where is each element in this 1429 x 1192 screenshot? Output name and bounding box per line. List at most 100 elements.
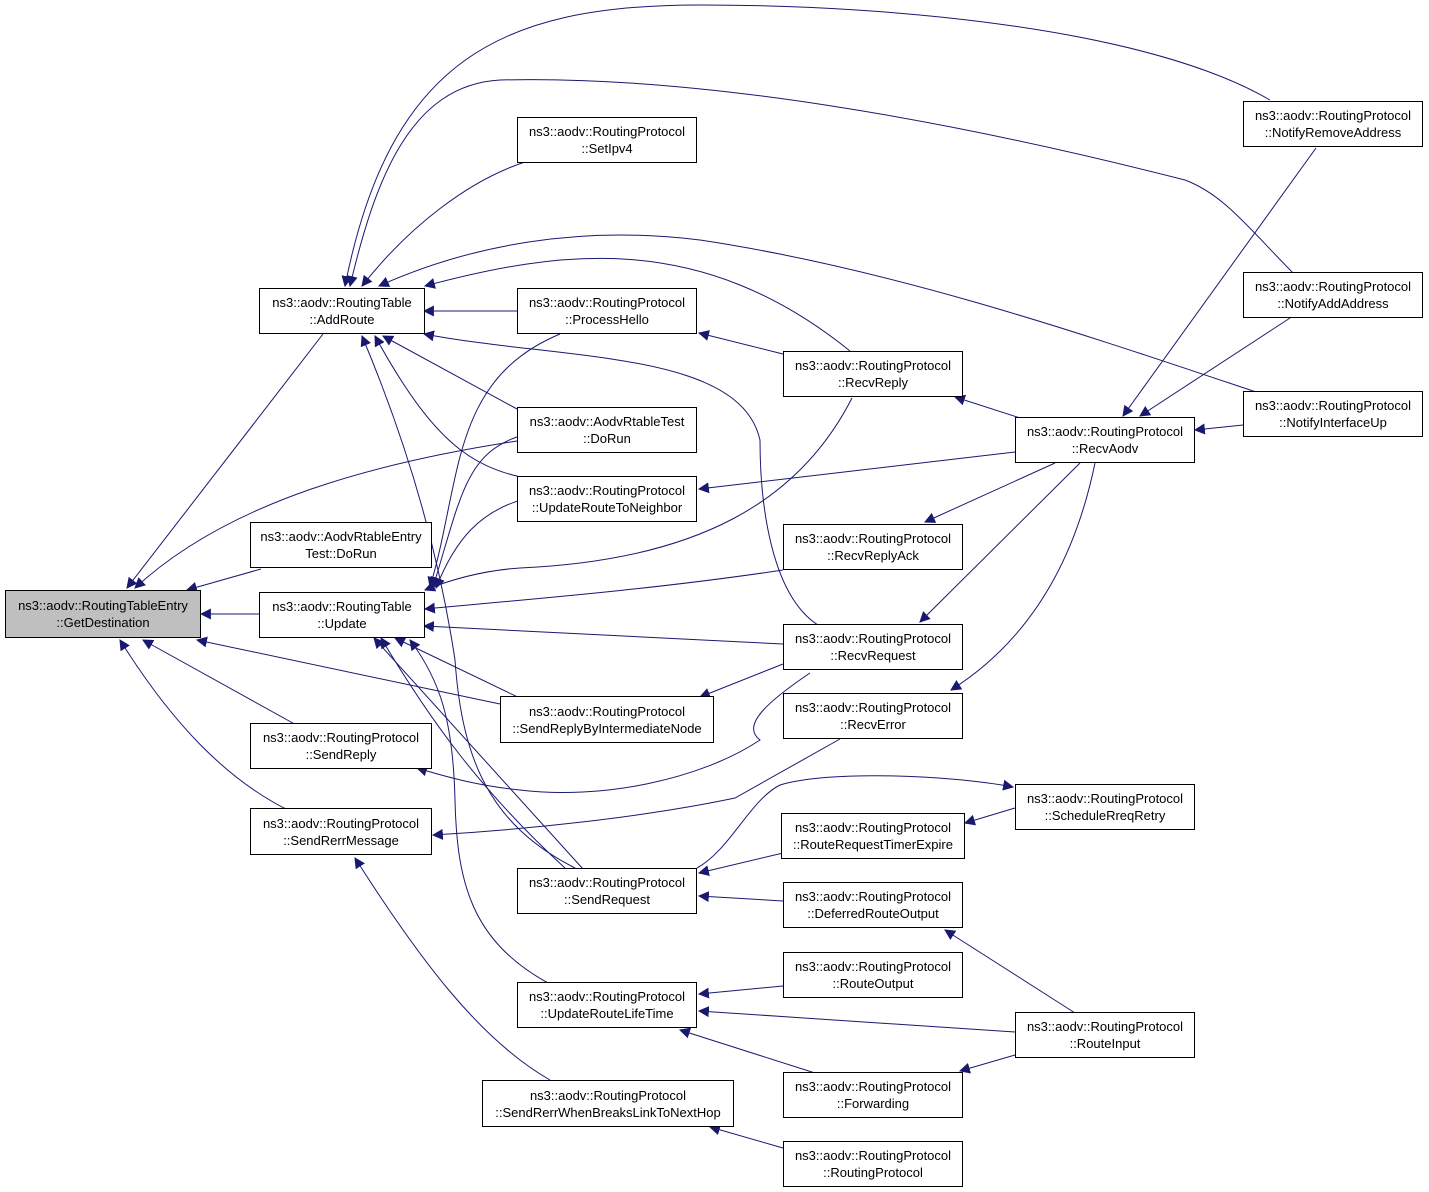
- node-label-line2: ::UpdateRouteToNeighbor: [531, 500, 683, 515]
- edge-routeinput-updlifetime: [697, 1006, 1016, 1033]
- node-label-line1: ns3::aodv::RoutingProtocol: [794, 889, 952, 904]
- node-label-line2: ::Update: [317, 616, 367, 631]
- node-recv-aodv[interactable]: ns3::aodv::RoutingProtocol ::RecvAodv: [1015, 417, 1195, 463]
- edge-notifyremove-addroute: [341, 4, 1271, 288]
- edge-recvreply-update: [423, 397, 853, 592]
- node-label-line1: ns3::aodv::RoutingProtocol: [528, 875, 686, 890]
- edge-recvaodv-recverror: [950, 462, 1096, 691]
- edge-rtentrytest-getdest: [185, 568, 262, 593]
- node-recv-error[interactable]: ns3::aodv::RoutingProtocol ::RecvError: [783, 693, 963, 739]
- node-label-line2: ::RecvRequest: [830, 648, 916, 663]
- node-label-line2: ::DeferredRouteOutput: [807, 906, 939, 921]
- node-get-destination: ns3::aodv::RoutingTableEntry ::GetDestin…: [5, 590, 201, 638]
- node-label-line1: ns3::aodv::RoutingTable: [272, 295, 412, 310]
- edge-sendreplyint-getdest: [195, 636, 501, 705]
- edge-processhello-update: [427, 333, 561, 589]
- edge-recvaodv-recvreply: [953, 394, 1021, 419]
- node-label-line1: ns3::aodv::RoutingProtocol: [528, 124, 686, 139]
- node-aodv-rtable-entry-test[interactable]: ns3::aodv::AodvRtableEntry Test::DoRun: [250, 522, 432, 568]
- node-notify-interface-up[interactable]: ns3::aodv::RoutingProtocol ::NotifyInter…: [1243, 391, 1423, 437]
- edge-recvaodv-updneighbor: [697, 451, 1016, 494]
- node-update-route-to-neighbor[interactable]: ns3::aodv::RoutingProtocol ::UpdateRoute…: [517, 476, 697, 522]
- edge-recvreplyack-update: [423, 569, 784, 614]
- node-forwarding[interactable]: ns3::aodv::RoutingProtocol ::Forwarding: [783, 1072, 963, 1118]
- edge-recvreply-processhello: [697, 330, 784, 355]
- edge-sendreply-getdest: [142, 639, 301, 728]
- edge-schedretry-rreqtimer: [963, 807, 1016, 826]
- edge-setipv4-addroute: [361, 161, 526, 287]
- node-notify-add-address[interactable]: ns3::aodv::RoutingProtocol ::NotifyAddAd…: [1243, 272, 1423, 318]
- node-route-output[interactable]: ns3::aodv::RoutingProtocol ::RouteOutput: [783, 952, 963, 998]
- edge-sendrerrbreak-sendrerrmsg: [354, 857, 551, 1081]
- node-schedule-rreq-retry[interactable]: ns3::aodv::RoutingProtocol ::ScheduleRre…: [1015, 784, 1195, 830]
- node-recv-request[interactable]: ns3::aodv::RoutingProtocol ::RecvRequest: [783, 624, 963, 670]
- node-route-request-timer-expire[interactable]: ns3::aodv::RoutingProtocol ::RouteReques…: [781, 813, 965, 859]
- node-label-line1: ns3::aodv::RoutingProtocol: [262, 815, 420, 831]
- edge-rtabletest-addroute: [382, 335, 518, 410]
- node-send-reply-by-intermediate-node[interactable]: ns3::aodv::RoutingProtocol ::SendReplyBy…: [500, 696, 714, 743]
- node-label-line1: ns3::aodv::RoutingProtocol: [262, 730, 420, 745]
- edge-recvrequest-addroute: [422, 330, 824, 629]
- node-send-rerr-message[interactable]: ns3::aodv::RoutingProtocol ::SendRerrMes…: [250, 808, 432, 855]
- node-label-line1: ns3::aodv::RoutingProtocol: [1026, 424, 1184, 439]
- node-set-ipv4[interactable]: ns3::aodv::RoutingProtocol ::SetIpv4: [517, 117, 697, 163]
- node-aodv-rtable-test[interactable]: ns3::aodv::AodvRtableTest ::DoRun: [517, 407, 697, 453]
- edge-sendrequest-update-b: [380, 637, 567, 870]
- node-recv-reply[interactable]: ns3::aodv::RoutingProtocol ::RecvReply: [783, 351, 963, 397]
- node-send-rerr-when-breaks-link[interactable]: ns3::aodv::RoutingProtocol ::SendRerrWhe…: [482, 1080, 734, 1127]
- edge-recvrequest-sendreply: [415, 672, 811, 794]
- node-label-line2: ::SendRerrMessage: [283, 832, 399, 848]
- node-label-line2: ::ScheduleRreqRetry: [1044, 808, 1166, 823]
- node-send-request[interactable]: ns3::aodv::RoutingProtocol ::SendRequest: [517, 868, 697, 914]
- node-label-line2: ::RecvAodv: [1071, 441, 1139, 456]
- node-update[interactable]: ns3::aodv::RoutingTable ::Update: [259, 592, 425, 638]
- node-label-line1: ns3::aodv::RoutingProtocol: [794, 531, 952, 546]
- node-label-line2: ::ProcessHello: [565, 312, 649, 327]
- node-update-route-life-time[interactable]: ns3::aodv::RoutingProtocol ::UpdateRoute…: [517, 982, 697, 1028]
- edge-sendrequest-update-a: [373, 637, 584, 870]
- edge-recvaodv-recvrequest: [919, 462, 1081, 623]
- edge-recvaodv-recvreplyack: [923, 462, 1056, 523]
- node-label-line1: ns3::aodv::RoutingProtocol: [529, 1087, 687, 1103]
- node-routing-protocol-ctor[interactable]: ns3::aodv::RoutingProtocol ::RoutingProt…: [783, 1141, 963, 1187]
- node-label-line2: ::SendRequest: [563, 892, 650, 907]
- edge-sendrequest-addroute: [360, 334, 576, 869]
- node-label-line1: ns3::aodv::RoutingTableEntry: [18, 598, 188, 613]
- edge-sendrerrmsg-getdest: [119, 639, 293, 813]
- node-label-line1: ns3::aodv::RoutingTable: [272, 599, 412, 614]
- node-label-line2: ::SendReplyByIntermediateNode: [512, 720, 702, 736]
- node-send-reply[interactable]: ns3::aodv::RoutingProtocol ::SendReply: [250, 723, 432, 769]
- edge-notifyup-addroute: [377, 234, 1269, 397]
- node-label-line2: ::NotifyRemoveAddress: [1264, 125, 1402, 140]
- edge-sendrequest-schedretry: [696, 775, 1015, 869]
- edge-rreqtimer-sendrequest: [697, 852, 784, 877]
- node-label-line2: Test::DoRun: [305, 546, 377, 561]
- node-process-hello[interactable]: ns3::aodv::RoutingProtocol ::ProcessHell…: [517, 288, 697, 334]
- node-label-line1: ns3::aodv::RoutingProtocol: [794, 631, 952, 646]
- node-add-route[interactable]: ns3::aodv::RoutingTable ::AddRoute: [259, 288, 425, 334]
- node-label-line2: ::SendReply: [305, 747, 377, 762]
- node-recv-reply-ack[interactable]: ns3::aodv::RoutingProtocol ::RecvReplyAc…: [783, 524, 963, 570]
- edge-routeinput-forwarding: [958, 1054, 1016, 1074]
- edge-recvreply-addroute: [423, 257, 851, 352]
- node-label-line1: ns3::aodv::RoutingProtocol: [1254, 108, 1412, 123]
- node-label-line2: ::NotifyInterfaceUp: [1279, 415, 1387, 430]
- node-label-line1: ns3::aodv::RoutingProtocol: [528, 483, 686, 498]
- node-label-line1: ns3::aodv::RoutingProtocol: [528, 989, 686, 1004]
- node-label-line1: ns3::aodv::AodvRtableEntry: [260, 529, 422, 544]
- node-label-line1: ns3::aodv::RoutingProtocol: [794, 959, 952, 974]
- node-label-line2: ::RouteOutput: [832, 976, 914, 991]
- edge-routeinput-deferred: [944, 929, 1076, 1014]
- edge-notifyremove-recvaodv: [1122, 147, 1317, 417]
- edge-recvrequest-update: [422, 621, 784, 645]
- node-deferred-route-output[interactable]: ns3::aodv::RoutingProtocol ::DeferredRou…: [783, 882, 963, 928]
- node-label-line2: ::RecvReplyAck: [827, 548, 919, 563]
- edge-recvrequest-sendreplyint: [698, 663, 784, 699]
- node-route-input[interactable]: ns3::aodv::RoutingProtocol ::RouteInput: [1015, 1012, 1195, 1058]
- node-label-line2: ::AddRoute: [309, 312, 375, 327]
- edge-routeoutput-updlifetime: [697, 985, 784, 999]
- node-label-line1: ns3::aodv::RoutingProtocol: [528, 295, 686, 310]
- node-label-line1: ns3::aodv::RoutingProtocol: [1026, 791, 1184, 806]
- node-label-line2: ::DoRun: [583, 431, 631, 446]
- node-notify-remove-address[interactable]: ns3::aodv::RoutingProtocol ::NotifyRemov…: [1243, 101, 1423, 147]
